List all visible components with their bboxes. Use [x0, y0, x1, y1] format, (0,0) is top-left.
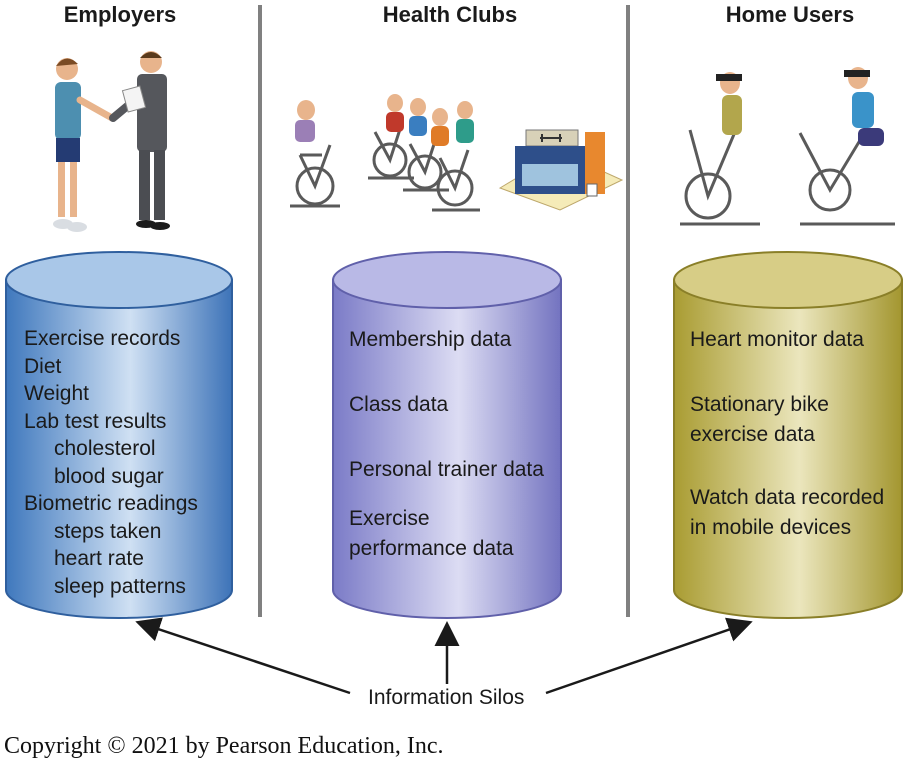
silo-item: Class data [349, 393, 449, 416]
arrow-to-home-users [545, 617, 753, 695]
health-clubs-silo-list: Membership data Class data Personal trai… [349, 325, 544, 564]
employers-title: Employers [63, 2, 177, 27]
silo-item: Biometric readings [24, 492, 198, 515]
handshake-illustration [53, 51, 170, 232]
spin-class-illustration [290, 94, 480, 212]
silo-item: Personal trainer data [349, 458, 544, 481]
health-clubs-title: Health Clubs [382, 2, 518, 27]
silo-item: Exercise records [24, 327, 181, 350]
home-users-title: Home Users [725, 2, 855, 27]
employers-silo-list: Exercise records Diet Weight Lab test re… [24, 325, 198, 600]
silo-item: Heart monitor data [690, 328, 864, 351]
silo-item: in mobile devices [690, 516, 852, 539]
silo-subitem: blood sugar [54, 464, 164, 488]
arrow-to-employers [135, 617, 351, 695]
silo-item: Exercise [349, 507, 430, 530]
information-silos-label: Information Silos [368, 686, 525, 709]
silo-item: Weight [24, 382, 89, 405]
home-users-silo-cylinder [673, 251, 903, 619]
home-bikes-illustration [680, 67, 895, 226]
silo-subitem: steps taken [54, 519, 162, 543]
silo-subitem: sleep patterns [54, 574, 186, 598]
silo-item: Lab test results [24, 409, 167, 433]
column-divider-right [626, 5, 630, 617]
health-clubs-silo-cylinder [332, 251, 562, 619]
silo-item: exercise data [690, 423, 815, 446]
silo-arrows [135, 617, 753, 695]
silo-item: Membership data [349, 328, 512, 351]
silo-item: performance data [349, 537, 514, 560]
employers-silo-cylinder [5, 251, 233, 619]
gym-building-icon [498, 129, 624, 211]
silo-item: Diet [24, 354, 62, 378]
silo-item: Watch data recorded [690, 486, 885, 509]
silo-item: Stationary bike [690, 393, 829, 416]
column-divider-left [258, 5, 262, 617]
copyright-notice: Copyright © 2021 by Pearson Education, I… [4, 733, 444, 759]
silo-subitem: cholesterol [54, 437, 156, 460]
silo-subitem: heart rate [54, 547, 144, 570]
home-users-silo-list: Heart monitor data Stationary bike exerc… [690, 325, 884, 543]
